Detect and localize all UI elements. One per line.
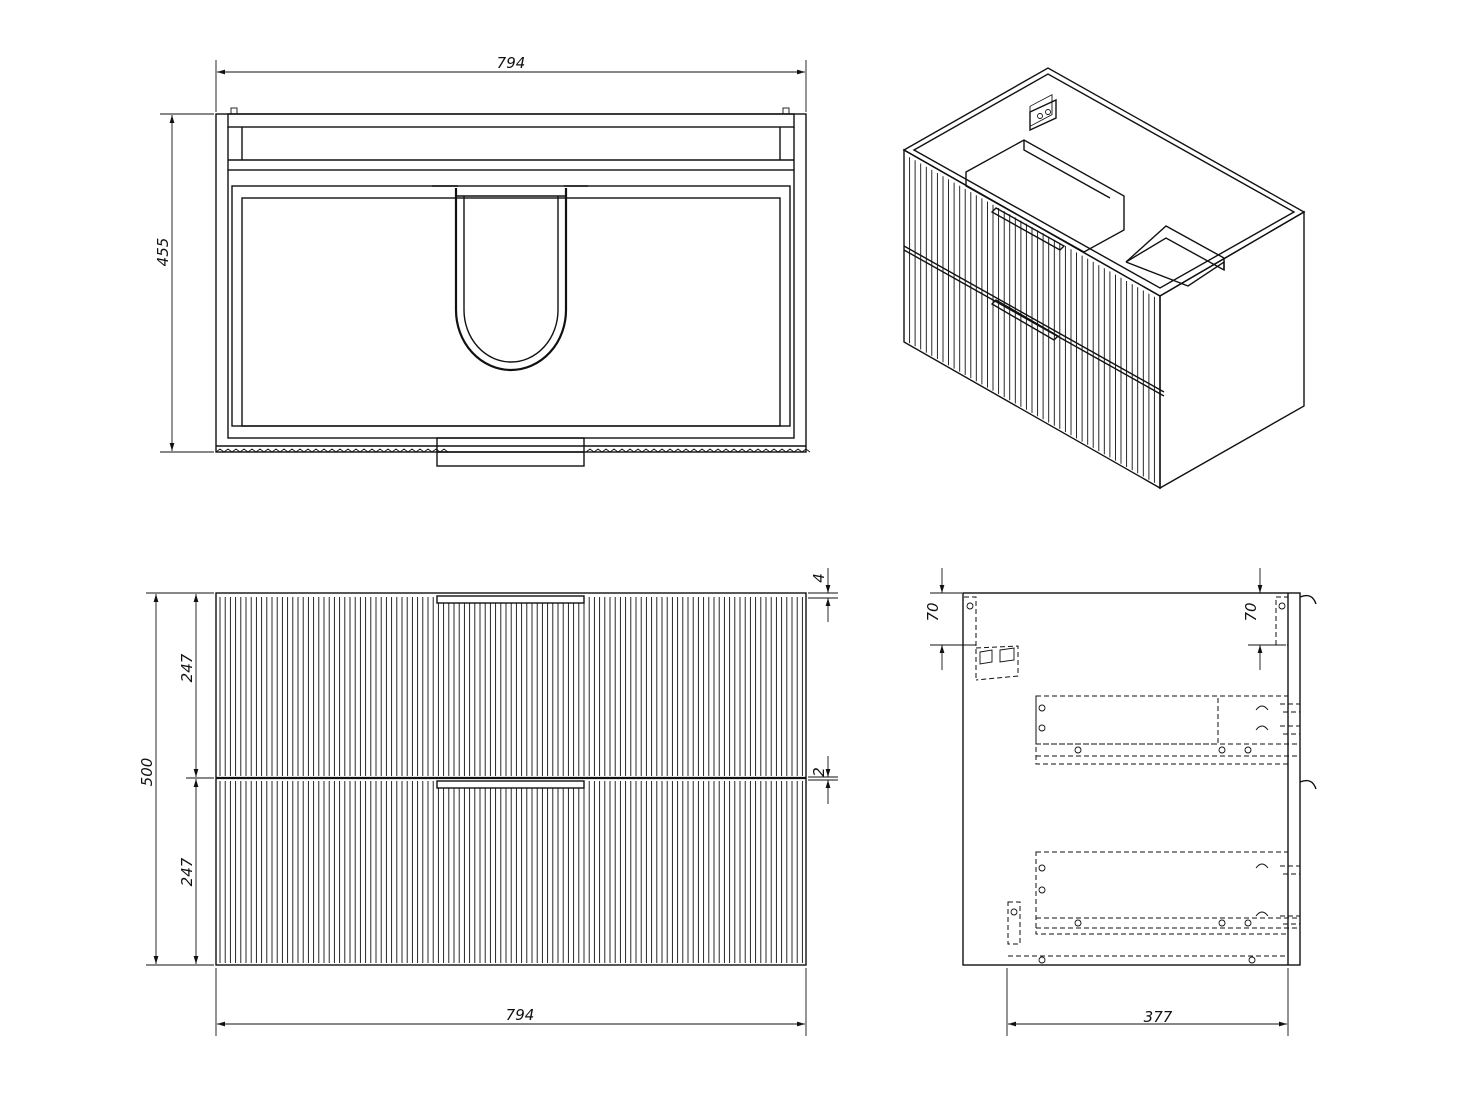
isometric-view [902, 67, 1306, 490]
side-depth-label: 377 [1144, 1008, 1173, 1026]
iso-fluting [909, 157, 1155, 483]
upper-drawer-runner [1035, 695, 1301, 765]
upper-drawer-label: 247 [178, 653, 196, 682]
top-width-label: 794 [497, 54, 526, 72]
top-cabinet-outline [215, 107, 811, 453]
lower-drawer-runner [1007, 851, 1301, 964]
front-fluting [219, 597, 803, 963]
top-width-dimension: 794 [215, 54, 807, 112]
top-depth-label: 455 [154, 238, 172, 267]
drawer-height-dimensions: 247 247 [178, 594, 214, 964]
side-depth-dimension: 377 [1006, 968, 1289, 1036]
top-depth-dimension: 455 [154, 113, 214, 453]
side-view: 377 70 70 [924, 568, 1317, 1036]
front-view: 794 500 247 247 4 2 [138, 568, 838, 1036]
middle-gap-label: 2 [810, 767, 828, 777]
front-width-dimension: 794 [215, 968, 807, 1036]
lower-handle [436, 780, 585, 789]
front-width-label: 794 [506, 1006, 535, 1024]
gap-dimensions: 4 2 [808, 568, 838, 804]
right-offset-label: 70 [1242, 602, 1260, 621]
upper-handle [436, 595, 585, 604]
top-handle [436, 437, 585, 467]
siphon-cutout [432, 185, 588, 372]
front-height-dimension: 500 [138, 592, 214, 966]
top-view: 794 455 [154, 54, 811, 467]
left-offset-dimension: 70 [924, 568, 976, 670]
side-hardware [964, 596, 1289, 681]
left-offset-label: 70 [924, 602, 942, 621]
right-offset-dimension: 70 [1242, 568, 1286, 670]
front-height-label: 500 [138, 758, 156, 787]
lower-drawer-label: 247 [178, 857, 196, 886]
top-gap-label: 4 [810, 573, 828, 583]
side-cabinet-outline [962, 592, 1301, 966]
